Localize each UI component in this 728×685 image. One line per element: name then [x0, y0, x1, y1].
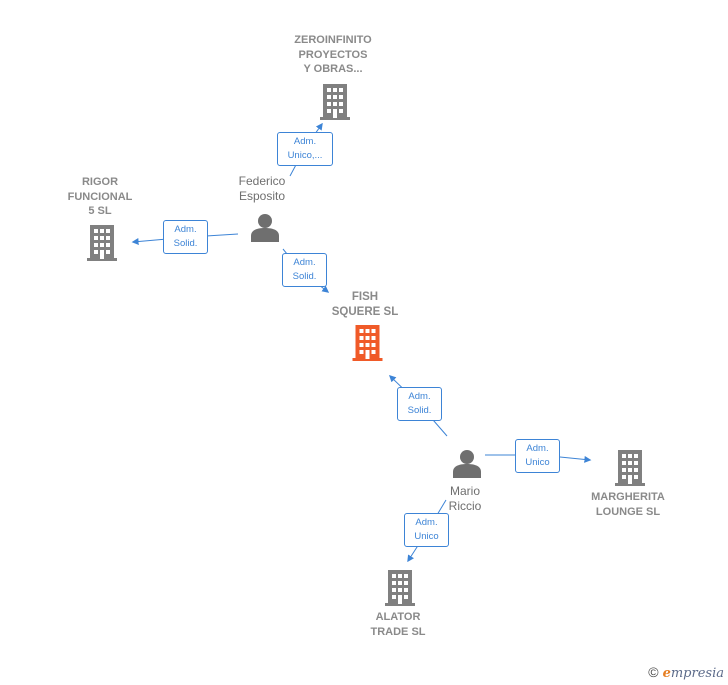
company-label-fish-squere[interactable]: FISH SQUERE SL: [331, 291, 399, 318]
role-box-mario-margherita[interactable]: Adm. Unico: [515, 439, 560, 473]
copyright-symbol: ©: [648, 664, 659, 680]
role-box-federico-rigor[interactable]: Adm. Solid.: [163, 220, 208, 254]
building-icon[interactable]: [385, 570, 415, 606]
company-label-margherita[interactable]: MARGHERITA LOUNGE SL: [591, 491, 665, 518]
brand-e: e: [662, 666, 671, 681]
company-label-rigor[interactable]: RIGOR FUNCIONAL 5 SL: [67, 176, 133, 217]
person-icon[interactable]: [453, 449, 481, 478]
company-label-zeroinfinito[interactable]: ZEROINFINITO PROYECTOS Y OBRAS...: [294, 34, 372, 75]
role-box-federico-fish[interactable]: Adm. Solid.: [282, 253, 327, 287]
building-icon[interactable]: [615, 450, 645, 486]
person-label-federico[interactable]: Federico Esposito: [238, 174, 286, 203]
role-box-mario-fish[interactable]: Adm. Solid.: [397, 387, 442, 421]
company-label-alator[interactable]: ALATOR TRADE SL: [370, 611, 426, 638]
building-icon-main[interactable]: [352, 325, 383, 361]
empresia-brand[interactable]: ©empresia: [648, 664, 724, 681]
person-label-mario[interactable]: Mario Riccio: [448, 484, 482, 513]
building-icon[interactable]: [320, 84, 350, 120]
role-box-federico-zeroinfinito[interactable]: Adm. Unico,...: [277, 132, 333, 166]
brand-name: mpresia: [670, 666, 724, 681]
role-box-mario-alator[interactable]: Adm. Unico: [404, 513, 449, 547]
person-icon[interactable]: [251, 213, 279, 242]
building-icon[interactable]: [87, 225, 117, 261]
